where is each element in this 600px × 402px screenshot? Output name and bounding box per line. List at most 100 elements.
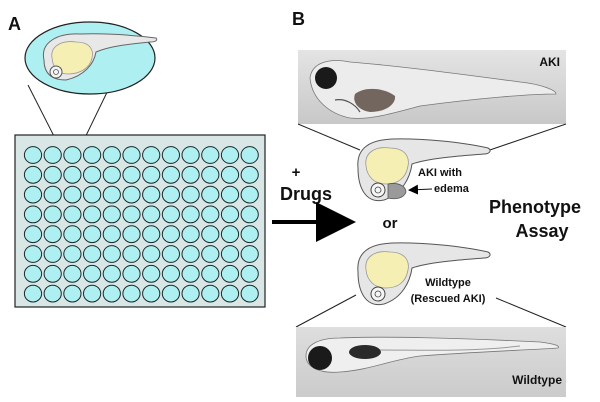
cartoon-aki-yolk [365, 147, 409, 185]
connector-top-right [483, 123, 567, 153]
plate-well [63, 205, 82, 224]
plate-well [220, 245, 240, 263]
plate-well [240, 146, 259, 164]
cartoon-wildtype-yolk [365, 251, 409, 289]
plate-well [142, 284, 161, 303]
plate-well [161, 146, 180, 164]
cartoon-aki-lens [374, 186, 382, 194]
assay-label-line2: Assay [515, 221, 568, 241]
zoomed-well [24, 21, 158, 95]
cartoon-wildtype-lens [374, 290, 382, 298]
plate-well [102, 284, 121, 303]
zoomed-embryo-eye [49, 65, 63, 79]
photo-aki-label: AKI [539, 55, 560, 69]
plate-well [102, 185, 121, 204]
plate-well [23, 185, 43, 204]
aki-edema-label-line1: AKI with [418, 167, 462, 179]
plate-well [122, 205, 141, 224]
photo-wildtype: Wildtype [296, 327, 566, 397]
plate-well [142, 264, 161, 283]
plate-well [83, 225, 102, 244]
plate-well [240, 165, 259, 184]
photo-wildtype-notochord [379, 345, 521, 351]
plate-well [201, 185, 220, 204]
plate-well [220, 205, 240, 224]
plate-well [161, 225, 180, 244]
plate-well [102, 205, 121, 224]
photo-aki: AKI [298, 50, 566, 124]
drugs-label: Drugs [280, 184, 332, 204]
plate-well [142, 205, 161, 224]
connector-top-left [297, 123, 361, 151]
plate-well [122, 185, 141, 204]
assay-label-line1: Phenotype [489, 197, 581, 217]
panel-label-b: B [292, 9, 305, 29]
plate-wells [23, 146, 259, 303]
plate-well [181, 284, 200, 303]
wildtype-label-line1: Wildtype [425, 277, 471, 289]
plate-well [122, 165, 141, 184]
connector-bottom-right [495, 297, 567, 328]
plate-well [161, 165, 180, 184]
plate-well [201, 225, 220, 244]
plate-well [43, 264, 62, 283]
plate-well [181, 245, 200, 263]
plate-well [181, 165, 200, 184]
plate-well [122, 284, 141, 303]
edema-pointer [408, 184, 433, 195]
plate-well [63, 146, 82, 164]
plate-well [43, 245, 62, 263]
plate-well [122, 146, 141, 164]
zoomed-embryo-lens [53, 69, 59, 75]
cartoon-aki-edema: AKI with edema [357, 138, 491, 202]
plate-well [181, 264, 200, 283]
well-plate [14, 134, 266, 308]
plate-well [102, 225, 121, 244]
plate-well [63, 284, 82, 303]
plate-well [23, 264, 43, 283]
plate-well [220, 225, 240, 244]
plate-well [220, 165, 240, 184]
cartoon-wildtype: Wildtype (Rescued AKI) [357, 242, 491, 306]
plate-well [83, 146, 102, 164]
plate-well [43, 146, 62, 164]
plate-well [220, 185, 240, 204]
photo-wildtype-swim-bladder [349, 345, 381, 359]
plate-well [23, 165, 43, 184]
plate-well [220, 146, 240, 164]
plate-well [142, 225, 161, 244]
plate-well [201, 284, 220, 303]
plate-well [161, 284, 180, 303]
plate-well [240, 264, 259, 283]
plate-well [142, 245, 161, 263]
plate-well [23, 146, 43, 164]
or-label: or [383, 215, 398, 232]
plate-well [161, 264, 180, 283]
plate-well [142, 165, 161, 184]
plate-well [43, 205, 62, 224]
plate-well [201, 245, 220, 263]
plate-well [181, 185, 200, 204]
plate-well [63, 225, 82, 244]
plate-well [122, 225, 141, 244]
plate-well [83, 165, 102, 184]
wildtype-label-line2: (Rescued AKI) [411, 293, 486, 305]
plate-well [83, 245, 102, 263]
plate-well [240, 225, 259, 244]
plate-well [161, 185, 180, 204]
plate-well [181, 205, 200, 224]
cartoon-aki-eye [370, 182, 386, 198]
cartoon-aki-edema [387, 183, 407, 200]
plate-well [23, 245, 43, 263]
plate-well [142, 146, 161, 164]
cartoon-wildtype-eye [370, 286, 386, 302]
plate-well [181, 225, 200, 244]
plate-well [181, 146, 200, 164]
plate-well [83, 264, 102, 283]
plate-well [63, 165, 82, 184]
plate-well [83, 205, 102, 224]
plate-well [43, 165, 62, 184]
plate-well [83, 185, 102, 204]
plate-well [142, 185, 161, 204]
